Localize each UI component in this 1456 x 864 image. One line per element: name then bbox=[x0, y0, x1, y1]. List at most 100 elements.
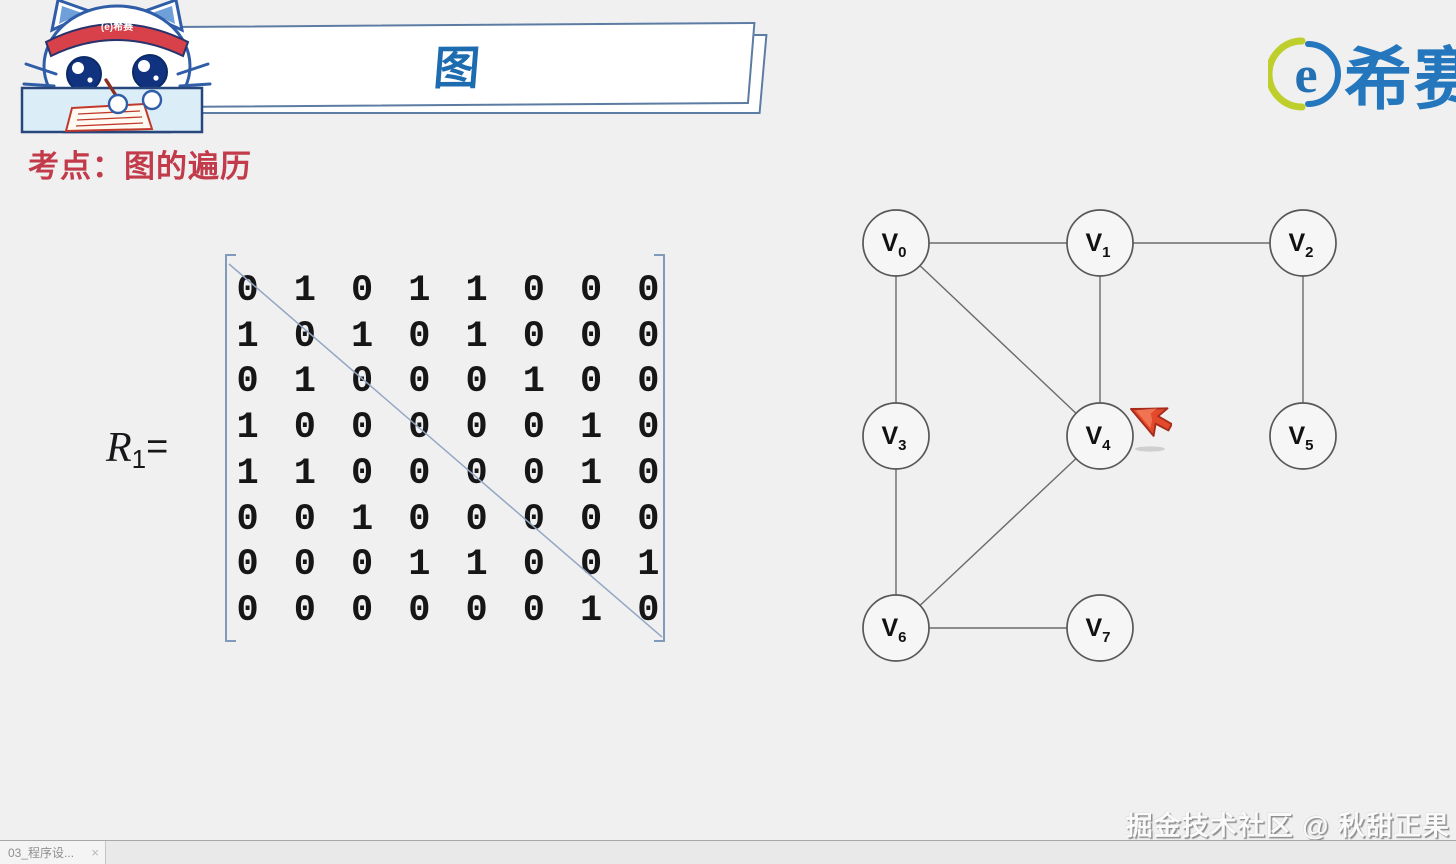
matrix-cell: 0 bbox=[637, 407, 660, 450]
matrix-cell: 0 bbox=[408, 590, 431, 633]
matrix-cell: 0 bbox=[408, 498, 431, 541]
graph-node-v2: V2 bbox=[1269, 209, 1337, 277]
matrix-cell: 0 bbox=[408, 452, 431, 495]
mascot-headband-text: (e)希赛 bbox=[101, 20, 134, 33]
matrix-cell: 0 bbox=[465, 452, 488, 495]
watermark-text: 掘金技术社区 @ 秋甜正果 bbox=[1125, 811, 1450, 841]
matrix-cell: 0 bbox=[351, 590, 374, 633]
graph-node-v3: V3 bbox=[862, 402, 930, 470]
matrix-cell: 0 bbox=[236, 590, 259, 633]
file-tab-label: 03_程序设... bbox=[8, 846, 75, 860]
svg-text:V6: V6 bbox=[881, 614, 906, 646]
matrix-cell: 1 bbox=[637, 544, 660, 587]
matrix-cell: 1 bbox=[408, 269, 431, 312]
svg-text:e: e bbox=[1294, 47, 1317, 104]
matrix-label-subscript: 1 bbox=[131, 444, 147, 474]
matrix-cell: 1 bbox=[465, 315, 488, 358]
matrix-cell: 0 bbox=[580, 544, 603, 587]
matrix-cell: 0 bbox=[522, 315, 545, 358]
svg-text:V7: V7 bbox=[1085, 614, 1110, 646]
matrix-cell: 0 bbox=[293, 407, 316, 450]
matrix-cell: 0 bbox=[408, 361, 431, 404]
brand-logo: e 希赛 bbox=[1268, 24, 1456, 123]
matrix-cell: 0 bbox=[580, 361, 603, 404]
brand-logo-mark-icon: e bbox=[1268, 37, 1341, 110]
mascot-cat: (e)希赛 bbox=[12, 0, 212, 140]
matrix-cell: 0 bbox=[522, 590, 545, 633]
graph-edge bbox=[895, 242, 1101, 437]
matrix-cell: 0 bbox=[465, 590, 488, 633]
matrix-cell: 1 bbox=[465, 269, 488, 312]
brand-logo-text: 希赛 bbox=[1344, 42, 1456, 118]
graph-node-v5: V5 bbox=[1269, 402, 1337, 470]
matrix-cell: 0 bbox=[293, 498, 316, 541]
close-icon[interactable]: × bbox=[91, 845, 99, 860]
matrix-cell: 0 bbox=[637, 590, 660, 633]
matrix-cell: 0 bbox=[236, 544, 259, 587]
matrix-cell: 0 bbox=[580, 315, 603, 358]
matrix-cell: 0 bbox=[236, 269, 259, 312]
matrix-cell: 1 bbox=[351, 498, 374, 541]
matrix-label: R 1 = bbox=[106, 424, 168, 475]
matrix-cell: 1 bbox=[465, 544, 488, 587]
matrix-cell: 0 bbox=[522, 407, 545, 450]
matrix-cell: 0 bbox=[522, 269, 545, 312]
graph-node-v1: V1 bbox=[1066, 209, 1134, 277]
matrix-cell: 0 bbox=[293, 590, 316, 633]
matrix-cell: 1 bbox=[522, 361, 545, 404]
matrix-cell: 1 bbox=[351, 315, 374, 358]
matrix-cell: 0 bbox=[465, 407, 488, 450]
mascot-cat-drawing: (e)希赛 bbox=[20, 0, 212, 134]
matrix-cell: 1 bbox=[236, 452, 259, 495]
matrix-cell: 0 bbox=[522, 544, 545, 587]
matrix-cell: 1 bbox=[408, 544, 431, 587]
matrix-cell: 1 bbox=[580, 590, 603, 633]
matrix-cell: 0 bbox=[351, 407, 374, 450]
graph-edge bbox=[895, 435, 1101, 629]
matrix-cell: 0 bbox=[351, 452, 374, 495]
matrix-cell: 0 bbox=[351, 269, 374, 312]
matrix-cell: 1 bbox=[236, 407, 259, 450]
matrix-cell: 0 bbox=[637, 498, 660, 541]
matrix-cell: 0 bbox=[522, 498, 545, 541]
svg-text:V5: V5 bbox=[1288, 422, 1313, 454]
matrix-cell: 0 bbox=[408, 315, 431, 358]
matrix-cell: 0 bbox=[293, 315, 316, 358]
matrix-cell: 0 bbox=[351, 544, 374, 587]
matrix-cell: 0 bbox=[637, 361, 660, 404]
graph-node-v4: V4 bbox=[1066, 402, 1134, 470]
matrix-cell: 0 bbox=[236, 361, 259, 404]
taskbar: 03_程序设... × bbox=[0, 840, 1456, 864]
matrix-cell: 0 bbox=[522, 452, 545, 495]
svg-text:V1: V1 bbox=[1085, 229, 1110, 261]
matrix-bracket-left bbox=[225, 254, 236, 642]
file-tab[interactable]: 03_程序设... × bbox=[0, 841, 106, 864]
matrix-cell: 0 bbox=[580, 269, 603, 312]
matrix-cell: 1 bbox=[293, 269, 316, 312]
matrix-label-base: R bbox=[106, 425, 132, 471]
matrix-label-equals: = bbox=[146, 426, 169, 468]
graph-node-v6: V6 bbox=[862, 594, 930, 662]
svg-text:V0: V0 bbox=[881, 229, 906, 261]
page-title: 图 bbox=[431, 41, 484, 95]
svg-text:V3: V3 bbox=[881, 422, 906, 454]
matrix-cell: 1 bbox=[293, 361, 316, 404]
matrix-cell: 0 bbox=[351, 361, 374, 404]
exam-point-caption: 考点：图的遍历 bbox=[28, 149, 252, 184]
graph-node-v0: V0 bbox=[862, 209, 930, 277]
matrix-cell: 1 bbox=[236, 315, 259, 358]
matrix-cell: 0 bbox=[637, 315, 660, 358]
matrix-cell: 1 bbox=[580, 407, 603, 450]
matrix-cell: 0 bbox=[408, 407, 431, 450]
cursor-pointer-icon bbox=[1124, 406, 1173, 458]
matrix-cell: 0 bbox=[637, 269, 660, 312]
matrix-cell: 0 bbox=[465, 498, 488, 541]
matrix-bracket-right bbox=[654, 254, 665, 642]
graph-node-v7: V7 bbox=[1066, 594, 1134, 662]
matrix-cell: 0 bbox=[236, 498, 259, 541]
matrix-cell: 0 bbox=[637, 452, 660, 495]
